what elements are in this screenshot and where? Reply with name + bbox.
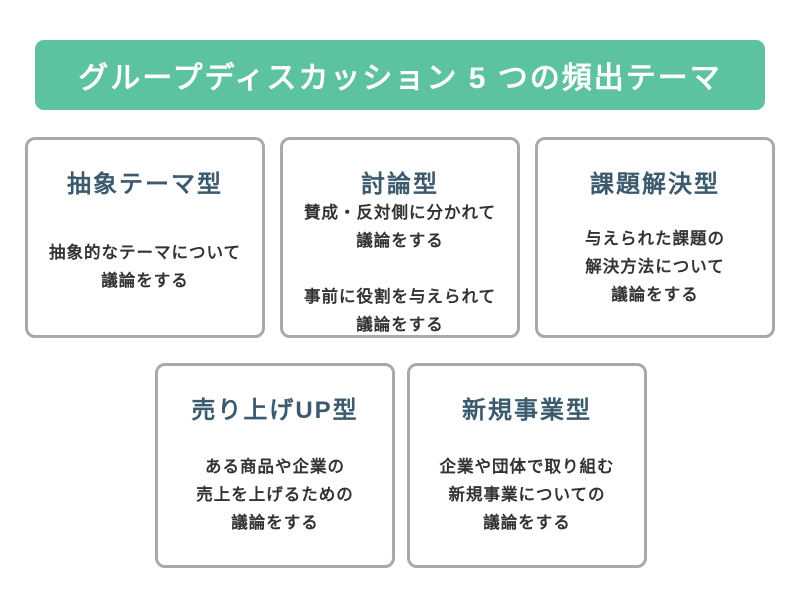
card-body: 与えられた課題の 解決方法について 議論をする xyxy=(585,229,725,305)
card-body: 企業や団体で取り組む 新規事業についての 議論をする xyxy=(439,457,615,533)
card-title: 売り上げUP型 xyxy=(191,397,359,424)
card-debate: 討論型 賛成・反対側に分かれて 議論をする 事前に役割を与えられて 議論をする xyxy=(280,137,520,338)
card-sales-up: 売り上げUP型 ある商品や企業の 売上を上げるための 議論をする xyxy=(155,363,395,568)
card-body-wrap: 賛成・反対側に分かれて 議論をする 事前に役割を与えられて 議論をする xyxy=(283,199,517,339)
card-problem-solving: 課題解決型 与えられた課題の 解決方法について 議論をする xyxy=(535,137,775,338)
card-body-wrap: ある商品や企業の 売上を上げるための 議論をする xyxy=(158,425,392,565)
page-title: グループディスカッション 5 つの頻出テーマ xyxy=(78,62,722,95)
card-body-wrap: 企業や団体で取り組む 新規事業についての 議論をする xyxy=(410,425,644,565)
card-body: 抽象的なテーマについて 議論をする xyxy=(48,243,241,290)
card-body: 賛成・反対側に分かれて 議論をする 事前に役割を与えられて 議論をする xyxy=(303,204,496,335)
header-banner: グループディスカッション 5 つの頻出テーマ xyxy=(35,40,765,110)
card-body-wrap: 抽象的なテーマについて 議論をする xyxy=(28,199,262,335)
card-title: 討論型 xyxy=(361,171,439,198)
card-body: ある商品や企業の 売上を上げるための 議論をする xyxy=(196,457,354,533)
card-title: 新規事業型 xyxy=(462,397,592,424)
card-body-wrap: 与えられた課題の 解決方法について 議論をする xyxy=(538,199,772,335)
card-title: 抽象テーマ型 xyxy=(67,171,223,198)
card-abstract-theme: 抽象テーマ型 抽象的なテーマについて 議論をする xyxy=(25,137,265,338)
card-new-business: 新規事業型 企業や団体で取り組む 新規事業についての 議論をする xyxy=(407,363,647,568)
card-title: 課題解決型 xyxy=(590,171,720,198)
